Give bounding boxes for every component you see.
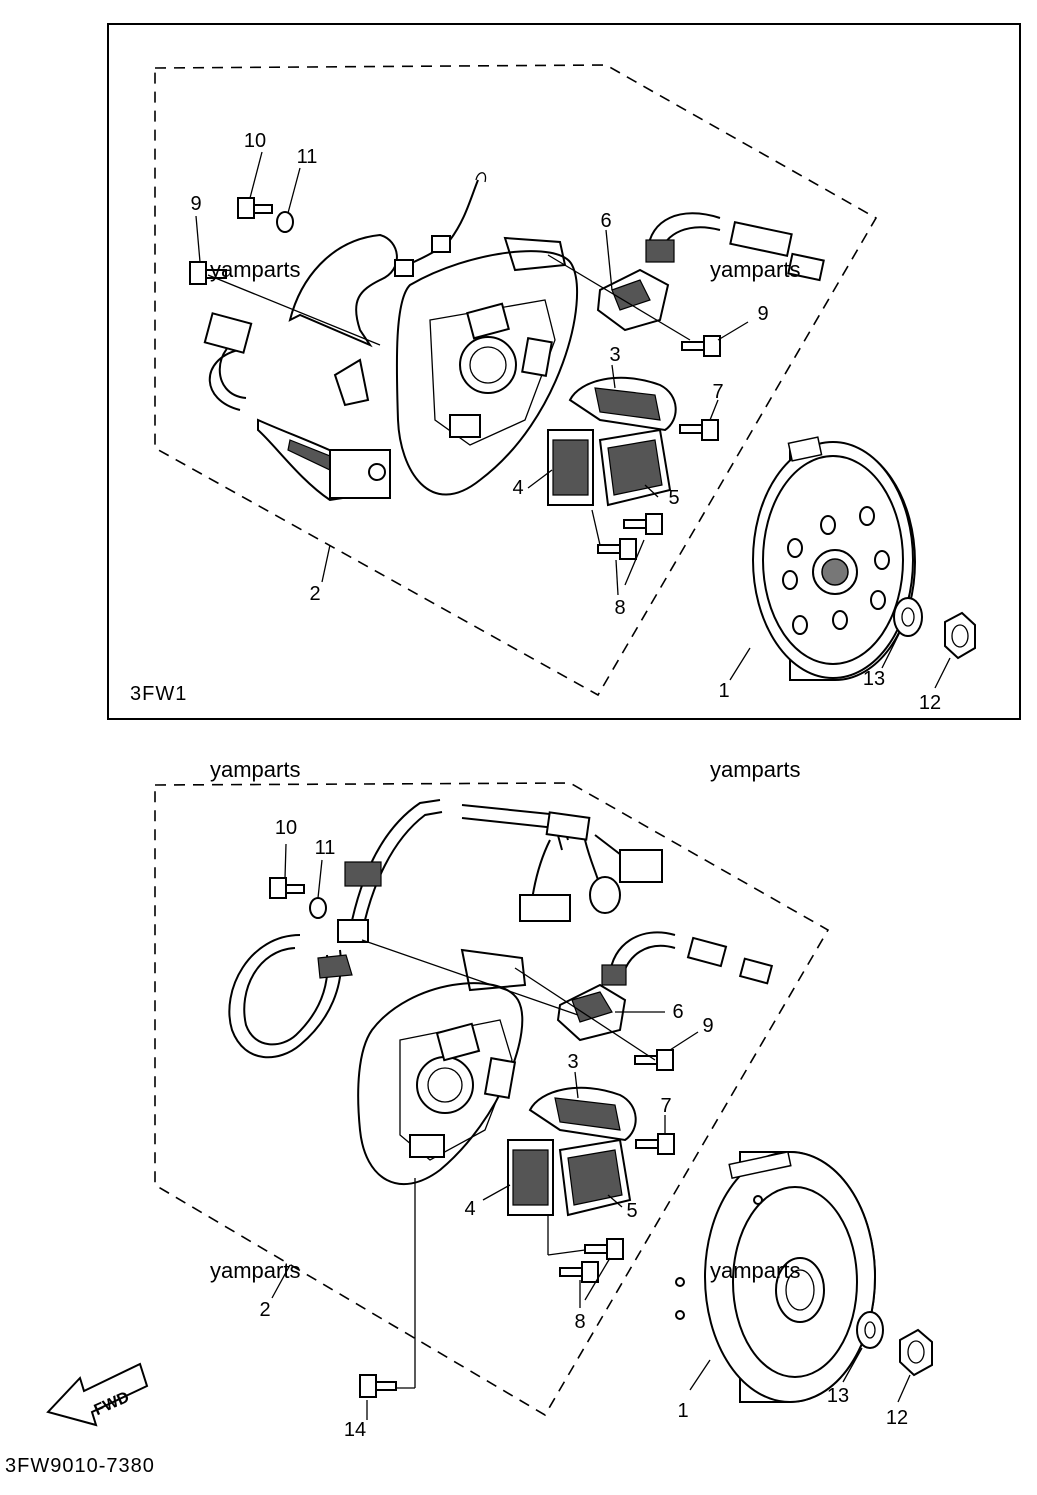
lower-callout-6: 6: [672, 1001, 683, 1023]
lower-callout-13: 13: [827, 1385, 849, 1407]
lower-flywheel-rotor: [675, 1151, 876, 1403]
lower-main-cable: [337, 799, 663, 943]
upper-assembly-boundary: [154, 64, 878, 697]
upper-screw-9-right: [681, 335, 721, 357]
lower-screw-10: [269, 877, 305, 899]
upper-callout-6: 6: [600, 210, 611, 232]
upper-screws-8: [597, 513, 663, 560]
watermark: yamparts: [210, 757, 300, 782]
upper-variant-label: 3FW1: [130, 683, 187, 705]
lower-screw-14: [359, 1374, 397, 1398]
watermarks: yamparts yamparts yamparts yamparts yamp…: [210, 257, 800, 1283]
upper-callout-13: 13: [863, 668, 885, 690]
lower-callout-14: 14: [344, 1419, 366, 1441]
upper-callout-7: 7: [712, 381, 723, 403]
upper-callout-11: 11: [297, 146, 318, 168]
lower-pickup-coil-6: [556, 931, 774, 1042]
lower-callouts: 10 11 6 9 3 7 4 5 2 8 1 13 12 14: [259, 817, 908, 1441]
lower-callout-4: 4: [464, 1198, 475, 1220]
lower-callout-11: 11: [315, 837, 336, 859]
lower-charging-coil-3: [528, 1086, 637, 1142]
lower-callout-9: 9: [702, 1015, 713, 1037]
upper-callouts: 10 11 9 6 9 3 7 4 5 8 2 1 13 12: [190, 130, 941, 714]
lower-stator-plate: [357, 948, 527, 1186]
lower-callout-1: 1: [677, 1400, 688, 1422]
upper-callout-10: 10: [244, 130, 266, 152]
upper-charging-coil-3: [568, 376, 677, 432]
upper-washer-11: [276, 211, 294, 233]
diagram-code: 3FW9010-7380: [5, 1455, 155, 1477]
watermark: yamparts: [210, 257, 300, 282]
upper-flywheel-rotor: [752, 436, 916, 681]
watermark: yamparts: [710, 757, 800, 782]
upper-callout-9-right: 9: [757, 303, 768, 325]
lower-nut-12: [899, 1328, 933, 1377]
lower-callout-3: 3: [567, 1051, 578, 1073]
upper-pickup-coil-6: [596, 212, 825, 332]
lower-callout-12: 12: [886, 1407, 908, 1429]
upper-callout-8: 8: [614, 597, 625, 619]
upper-charging-coil-4: [547, 429, 594, 506]
lower-callout-7: 7: [660, 1095, 671, 1117]
lower-wire-loop: [228, 934, 353, 1059]
lower-callout-8: 8: [574, 1311, 585, 1333]
upper-charging-coil-5: [598, 428, 672, 507]
upper-leader-lines: [195, 151, 951, 689]
upper-washer-13: [893, 597, 923, 637]
upper-callout-9-left: 9: [190, 193, 201, 215]
upper-callout-1: 1: [718, 680, 729, 702]
lower-washer-13: [856, 1311, 884, 1349]
upper-callout-4: 4: [512, 477, 523, 499]
lower-screws-8: [559, 1238, 624, 1283]
watermark: yamparts: [210, 1258, 300, 1283]
watermark: yamparts: [710, 257, 800, 282]
lower-charging-coil-4: [507, 1139, 554, 1216]
upper-wire-harness: [203, 172, 487, 502]
lower-panel: 10 11 6 9 3 7 4 5 2 8 1 13 12 14 FWD: [46, 782, 933, 1441]
upper-callout-12: 12: [919, 692, 941, 714]
lower-washer-11: [309, 897, 327, 919]
lower-callout-10: 10: [275, 817, 297, 839]
lower-callout-2: 2: [259, 1299, 270, 1321]
upper-nut-12: [944, 611, 976, 660]
lower-charging-coil-5: [558, 1138, 632, 1217]
upper-screw-10: [237, 197, 273, 219]
fwd-arrow-icon: FWD: [46, 1362, 149, 1427]
upper-stator-plate: [395, 236, 579, 496]
upper-callout-2: 2: [309, 583, 320, 605]
upper-callout-3: 3: [609, 344, 620, 366]
lower-screw-7: [635, 1133, 675, 1155]
upper-callout-5: 5: [668, 487, 679, 509]
watermark: yamparts: [710, 1258, 800, 1283]
upper-screw-7: [679, 419, 719, 441]
lower-callout-5: 5: [626, 1200, 637, 1222]
lower-assembly-boundary: [154, 782, 830, 1417]
lower-screw-9: [634, 1049, 674, 1071]
upper-panel-frame: [107, 23, 1021, 720]
lower-leader-lines: [271, 843, 911, 1420]
upper-panel: 10 11 9 6 9 3 7 4 5 8 2 1 13 12 3FW1: [107, 23, 1021, 720]
